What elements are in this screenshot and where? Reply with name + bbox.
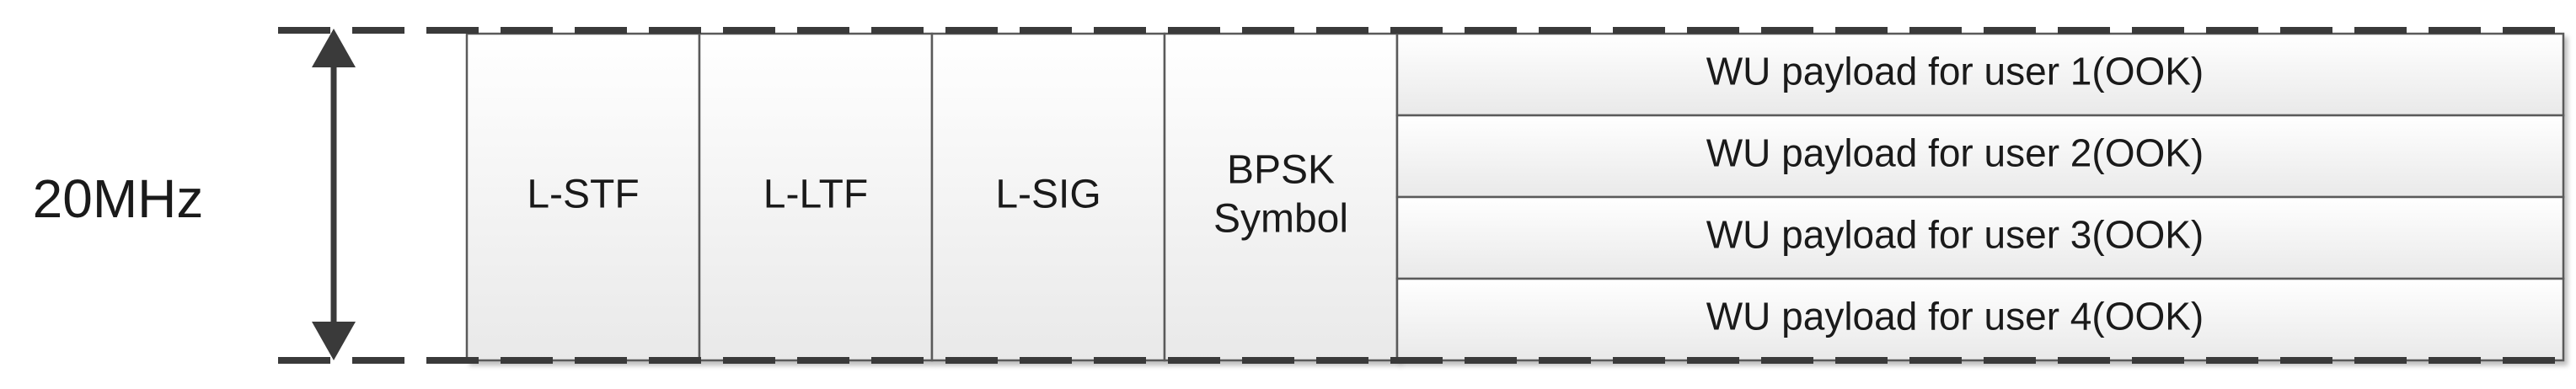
payload-cell-user-4 <box>1395 277 2565 362</box>
field-label-bpsk-symbol-line-2: Symbol <box>1213 197 1348 242</box>
field-label-l-ltf: L-LTF <box>763 173 868 217</box>
payload-cells <box>1395 32 2565 362</box>
payload-label-user-1: WU payload for user 1(OOK) <box>1706 50 2204 93</box>
payload-label-user-4: WU payload for user 4(OOK) <box>1706 295 2204 338</box>
field-label-bpsk-symbol-line-1: BPSK <box>1227 148 1335 193</box>
field-label-l-stf: L-STF <box>527 173 639 217</box>
payload-cell-user-1 <box>1395 32 2565 117</box>
payload-cell-user-2 <box>1395 114 2565 199</box>
payload-label-user-3: WU payload for user 3(OOK) <box>1706 213 2204 257</box>
field-cell-l-ltf <box>698 32 934 362</box>
bandwidth-arrow <box>312 29 356 360</box>
payload-cell-user-3 <box>1395 195 2565 280</box>
bandwidth-label: 20MHz <box>33 168 204 229</box>
payload-label-user-2: WU payload for user 2(OOK) <box>1706 131 2204 175</box>
field-cells <box>465 32 1399 362</box>
field-label-l-sig: L-SIG <box>995 173 1101 217</box>
